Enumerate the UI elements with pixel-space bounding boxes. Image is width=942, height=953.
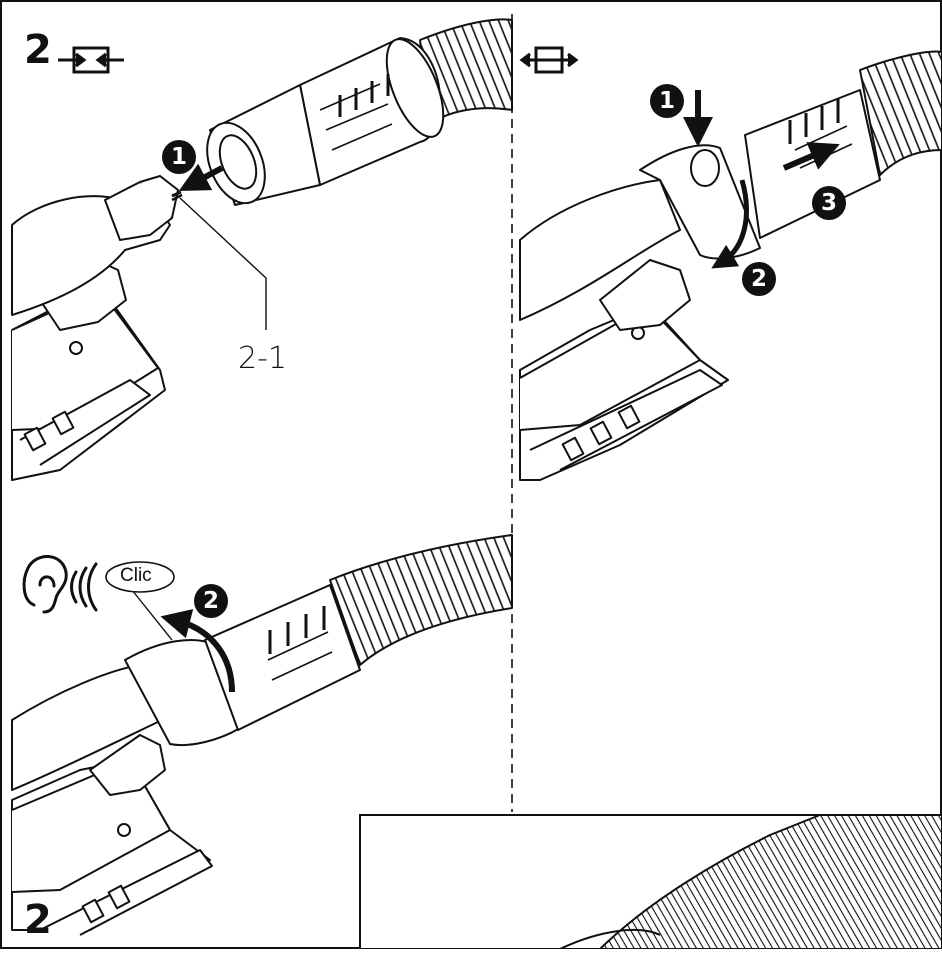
step-badge-1-attach: 1 <box>162 140 196 174</box>
disconnect-arrows-icon <box>519 46 579 74</box>
pull-arrow <box>782 142 840 171</box>
detail-figure-number: 2 <box>24 897 52 943</box>
hose-detail <box>559 814 942 950</box>
ear-icon <box>22 555 98 614</box>
sander-body-c <box>11 534 513 936</box>
figure-number: 2 <box>24 27 52 73</box>
connect-arrows-icon <box>58 46 124 74</box>
part-label-2-1: 2-1 <box>238 341 287 376</box>
step-badge-2-detach: 2 <box>742 262 776 296</box>
insert-arrow <box>178 163 224 192</box>
clic-bubble <box>105 561 175 593</box>
clic-sound-label: Clic <box>120 565 152 586</box>
rotate-arrow-c <box>160 609 235 693</box>
hose-end-a <box>206 18 513 206</box>
clic-leader-line <box>127 584 173 641</box>
step-badge-2-lock: 2 <box>194 584 228 618</box>
step-badge-1-detach: 1 <box>650 84 684 118</box>
step-badge-3-detach: 3 <box>812 186 846 220</box>
part-leader-line <box>179 197 267 330</box>
sander-body-b <box>519 50 942 481</box>
sander-body-a <box>11 175 183 481</box>
rotate-arrow-b <box>711 179 749 269</box>
